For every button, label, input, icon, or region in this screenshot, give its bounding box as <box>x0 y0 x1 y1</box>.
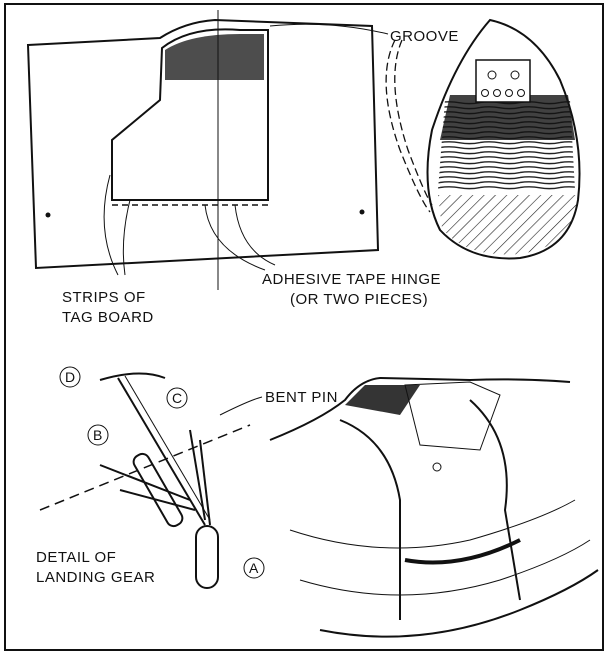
label-hinge-line2: (OR TWO PIECES) <box>290 291 428 308</box>
label-strips-line2: TAG BOARD <box>62 309 154 326</box>
leader-lines <box>103 23 389 276</box>
svg-text:A: A <box>249 560 259 576</box>
frame-border <box>4 3 604 651</box>
label-groove: GROOVE <box>390 28 459 45</box>
svg-text:B: B <box>93 427 102 443</box>
landing-gear-drawing <box>39 372 251 589</box>
svg-text:D: D <box>65 369 75 385</box>
callout-c: C <box>166 387 188 409</box>
svg-text:C: C <box>172 390 182 406</box>
assembled-fuselage-drawing <box>269 376 599 638</box>
label-detail-line2: LANDING GEAR <box>36 569 155 586</box>
callout-a: A <box>243 557 265 579</box>
label-strips-line1: STRIPS OF <box>62 289 146 306</box>
callout-b: B <box>87 424 109 446</box>
instrument-panel <box>475 59 531 103</box>
label-detail-line1: DETAIL OF <box>36 549 116 566</box>
fuselage-panel-drawing <box>26 10 380 290</box>
label-bent-pin: BENT PIN <box>265 389 338 406</box>
callout-d: D <box>59 366 81 388</box>
cockpit-cross-section <box>385 18 581 260</box>
label-hinge-line1: ADHESIVE TAPE HINGE <box>262 271 441 288</box>
